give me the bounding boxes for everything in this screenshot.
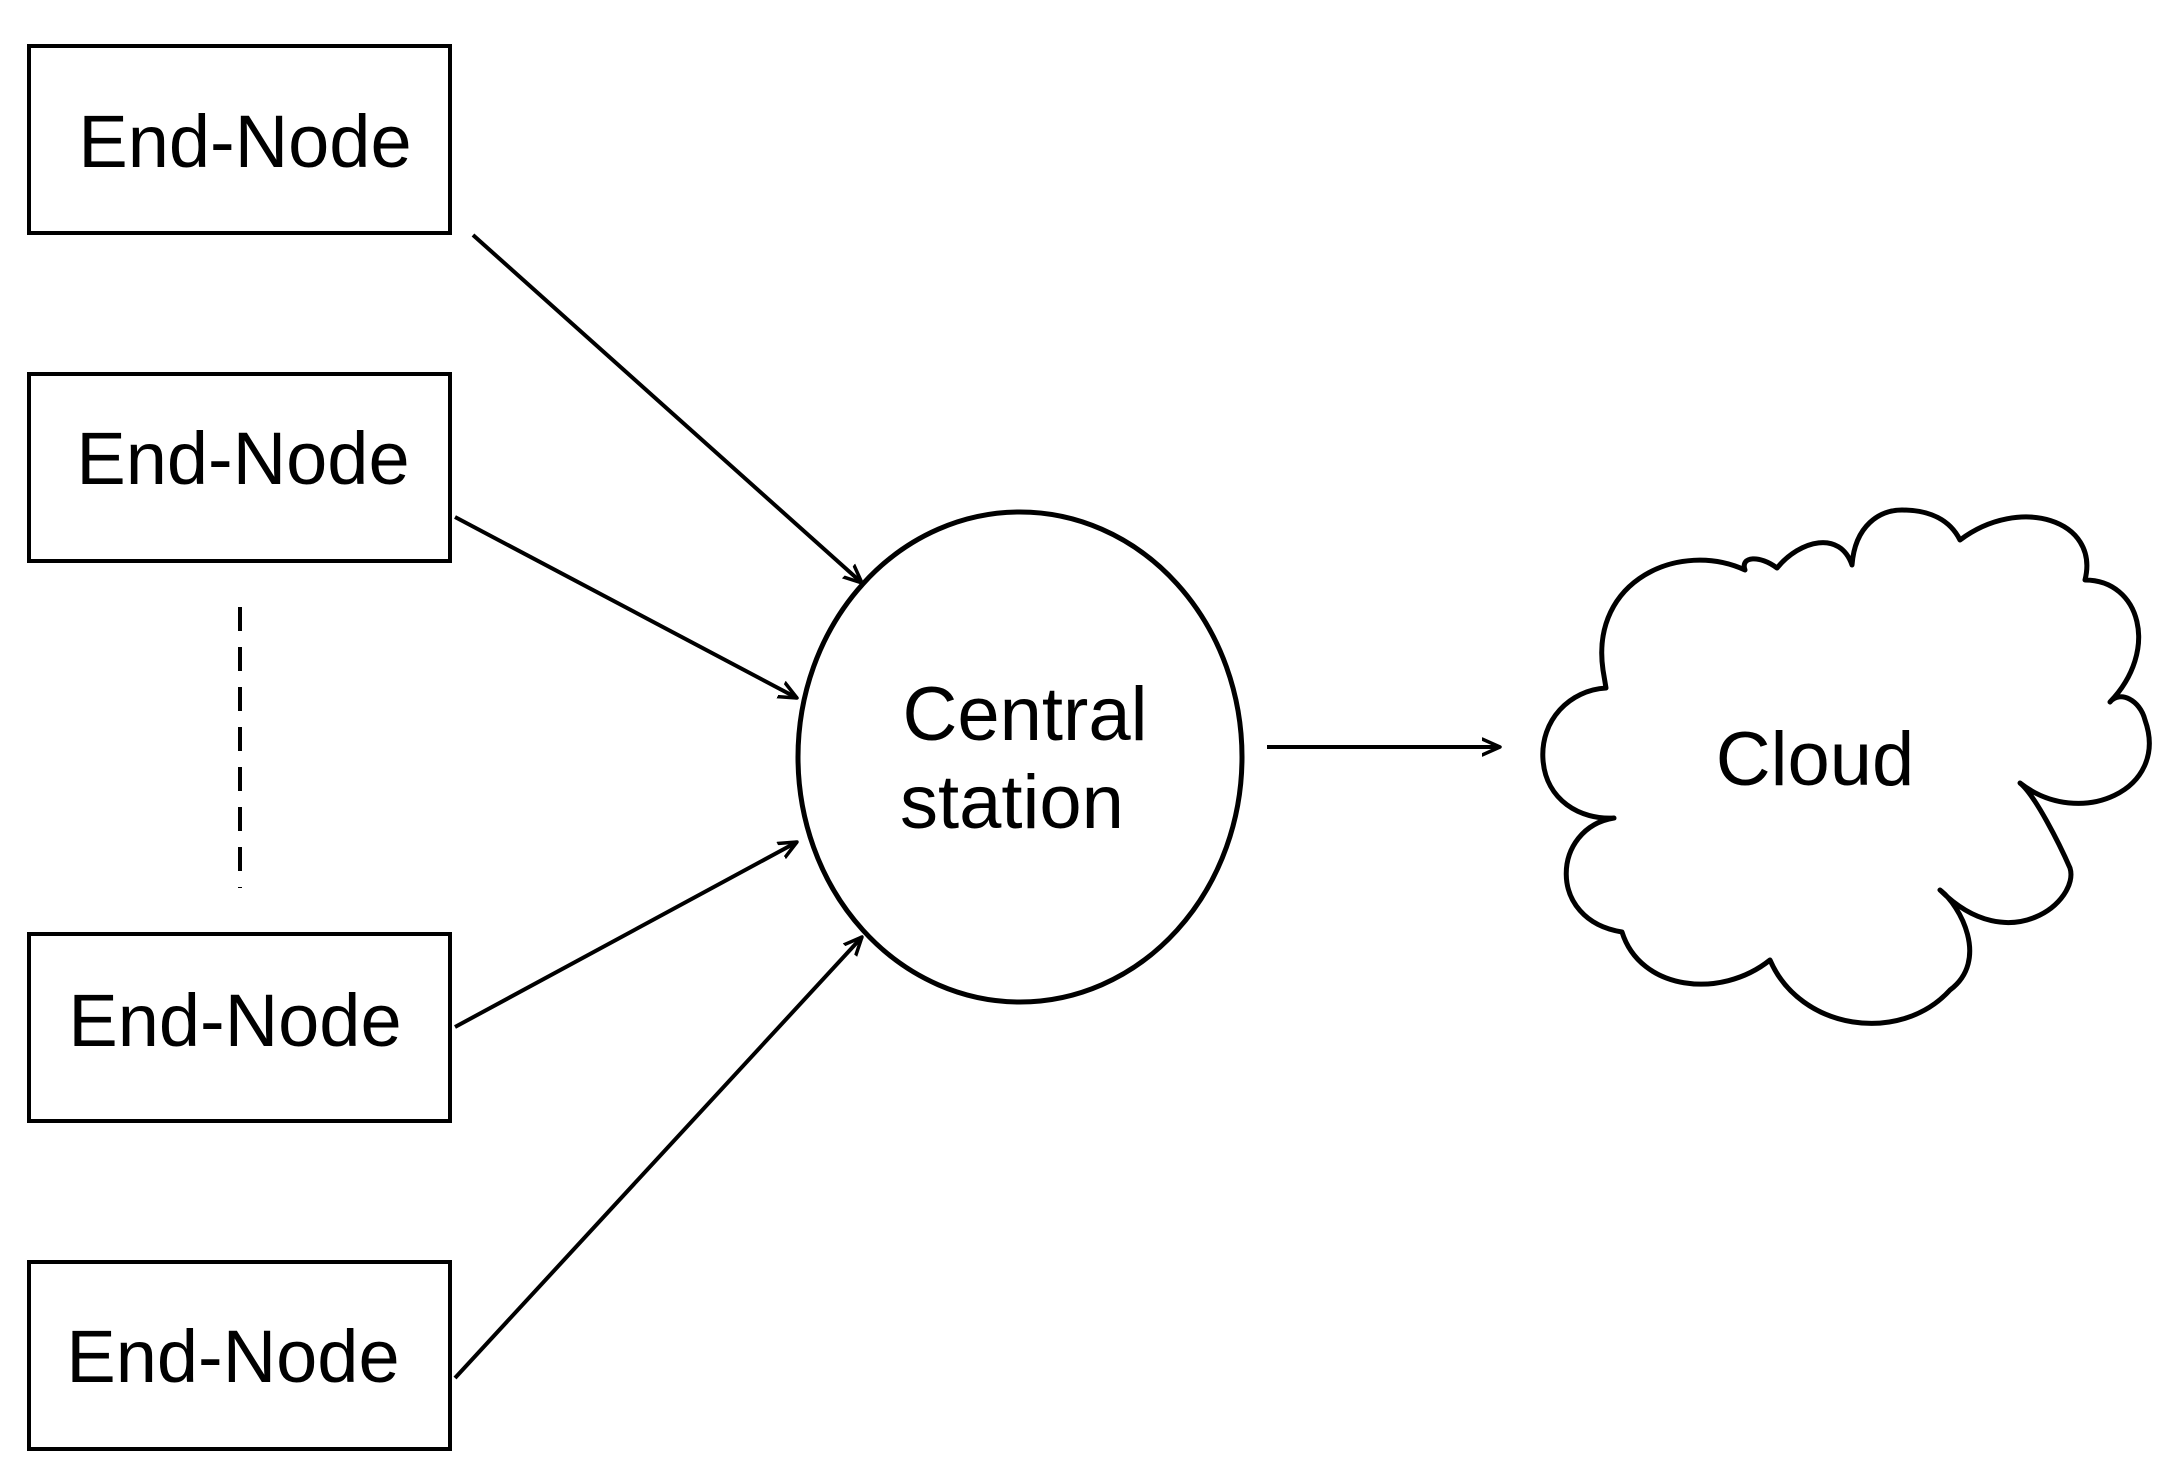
- cloud: Cloud: [1540, 507, 2152, 1026]
- end-node-3: End-Node: [27, 932, 452, 1123]
- end-node-1: End-Node: [27, 44, 452, 235]
- end-node-box: [27, 44, 452, 235]
- end-node-box: [27, 932, 452, 1123]
- end-node-label: End-Node: [76, 417, 409, 500]
- central-station-circle: [795, 509, 1245, 1005]
- end-node-4: End-Node: [27, 1260, 452, 1451]
- cloud-label: Cloud: [1716, 717, 1915, 802]
- central-station-label-line1: Central: [903, 672, 1148, 757]
- central-station: Central station: [795, 509, 1245, 1005]
- end-node-box: [27, 372, 452, 563]
- end-node-box: [27, 1260, 452, 1451]
- arrow-end-node-1-to-central: [471, 233, 862, 583]
- end-node-label: End-Node: [66, 1315, 399, 1398]
- cloud-icon: [1540, 507, 2152, 1026]
- end-node-label: End-Node: [68, 979, 401, 1062]
- arrow-end-node-2-to-central: [454, 515, 797, 700]
- end-node-2: End-Node: [27, 372, 452, 563]
- arrow-end-node-3-to-central: [454, 840, 797, 1029]
- arrow-end-node-4-to-central: [453, 937, 862, 1380]
- end-node-label: End-Node: [78, 100, 411, 183]
- central-station-label-line2: station: [900, 760, 1124, 845]
